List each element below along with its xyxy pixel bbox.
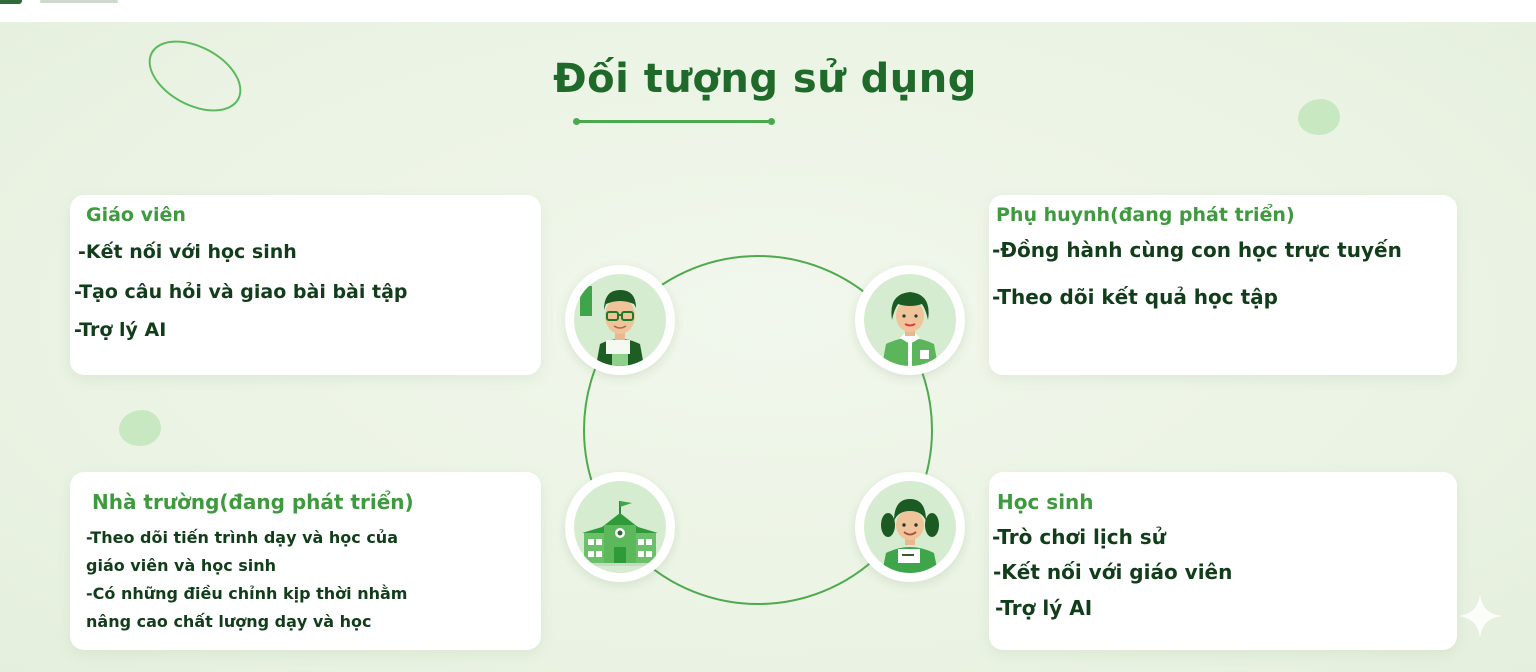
parent-item: -Theo dõi kết quả học tập (992, 285, 1278, 309)
parent-card: Phụ huynh(đang phát triển) -Đồng hành cù… (989, 195, 1457, 375)
logo-icon (0, 0, 22, 4)
logo-subtitle (40, 0, 118, 3)
parent-item: -Đồng hành cùng con học trực tuyến (992, 238, 1402, 262)
school-line: -Theo dõi tiến trình dạy và học của (86, 528, 398, 547)
title-underline (573, 118, 775, 125)
school-building-icon (582, 501, 658, 566)
student-avatar (855, 472, 965, 582)
school-avatar (565, 472, 675, 582)
student-card-title: Học sinh (997, 490, 1094, 514)
connection-ring (583, 255, 933, 605)
student-item: -Kết nối với giáo viên (993, 560, 1233, 584)
school-card: Nhà trường(đang phát triển) -Theo dõi ti… (70, 472, 541, 650)
teacher-avatar (565, 265, 675, 375)
parent-avatar (855, 265, 965, 375)
decorative-blob-icon (119, 410, 161, 446)
teacher-item: -Tạo câu hỏi và giao bài bài tập (74, 281, 408, 303)
slide-canvas: Đối tượng sử dụng (0, 22, 1536, 672)
student-item: -Trò chơi lịch sử (992, 525, 1166, 549)
parent-avatar-icon (882, 292, 938, 366)
decorative-blob-icon (1298, 99, 1340, 135)
teacher-avatar-icon (580, 286, 644, 366)
teacher-item: -Kết nối với học sinh (78, 241, 297, 263)
student-item: -Trợ lý AI (995, 596, 1093, 620)
school-line: nâng cao chất lượng dạy và học (86, 612, 372, 631)
parent-card-title: Phụ huynh(đang phát triển) (996, 204, 1295, 226)
top-header-strip (0, 0, 1536, 22)
teacher-card-title: Giáo viên (86, 204, 186, 226)
school-line: giáo viên và học sinh (86, 556, 277, 575)
page-title: Đối tượng sử dụng (553, 56, 977, 102)
sparkle-icon (1458, 594, 1502, 638)
student-card: Học sinh -Trò chơi lịch sử -Kết nối với … (989, 472, 1457, 650)
school-card-title: Nhà trường(đang phát triển) (92, 490, 414, 514)
teacher-card: Giáo viên -Kết nối với học sinh -Tạo câu… (70, 195, 541, 375)
teacher-item: -Trợ lý AI (74, 319, 167, 341)
school-line: -Có những điều chỉnh kịp thời nhằm (86, 584, 408, 603)
student-avatar-icon (881, 499, 939, 573)
